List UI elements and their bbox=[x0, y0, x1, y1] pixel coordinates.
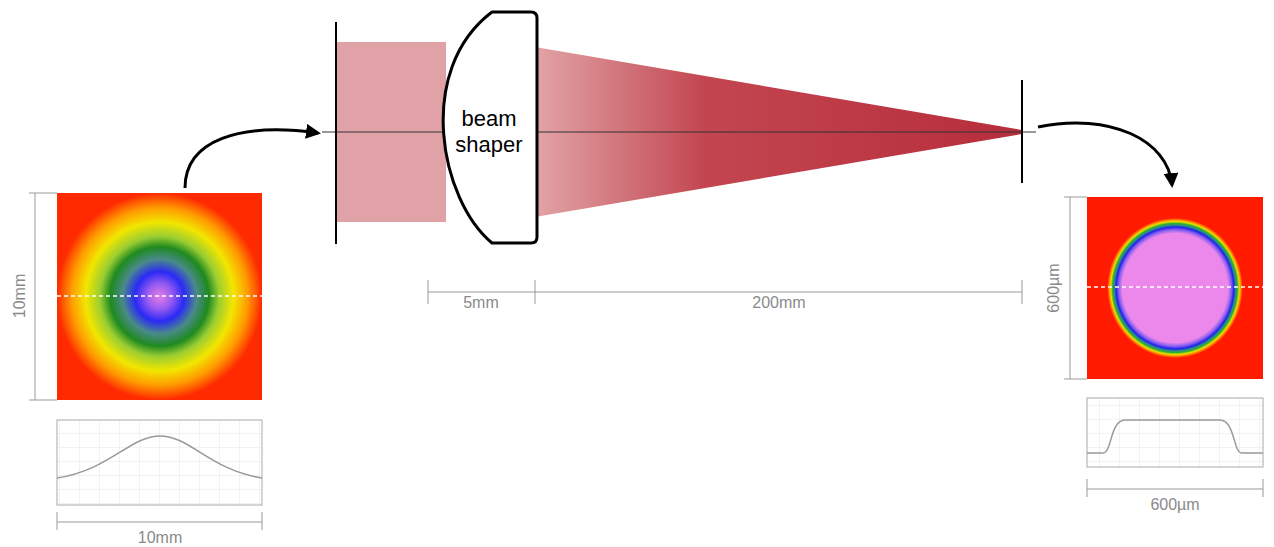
curved-arrow bbox=[185, 130, 318, 188]
focal-plane bbox=[1021, 80, 1023, 183]
input-plane bbox=[335, 22, 337, 244]
flattop-profile bbox=[1087, 420, 1263, 453]
flattop-map bbox=[1087, 197, 1263, 379]
dimension-line bbox=[428, 280, 1022, 304]
dimension-line bbox=[29, 193, 57, 400]
curved-arrow bbox=[1038, 123, 1172, 185]
dimension-label: 10mm bbox=[12, 271, 28, 321]
dimension-label: 600µm bbox=[1147, 497, 1202, 513]
gaussian-profile bbox=[57, 436, 262, 478]
dimension-line bbox=[1064, 197, 1087, 379]
dimension-line bbox=[1087, 479, 1263, 497]
gaussian-map bbox=[57, 193, 262, 400]
section-line bbox=[57, 295, 262, 297]
lens-outline bbox=[443, 12, 537, 243]
dimension-line bbox=[57, 512, 262, 530]
dimension-label: 10mm bbox=[135, 530, 185, 546]
profile-plot bbox=[1087, 398, 1263, 467]
lens-shape: beam shaper bbox=[360, 8, 542, 248]
section-line bbox=[1087, 286, 1263, 288]
dimension-label: 200mm bbox=[749, 295, 808, 311]
optical-axis bbox=[322, 132, 1036, 133]
dimension-label: 600µm bbox=[1046, 260, 1062, 315]
profile-plot bbox=[57, 420, 262, 505]
node-label: beam shaper bbox=[444, 106, 534, 159]
dimension-label: 5mm bbox=[460, 295, 502, 311]
